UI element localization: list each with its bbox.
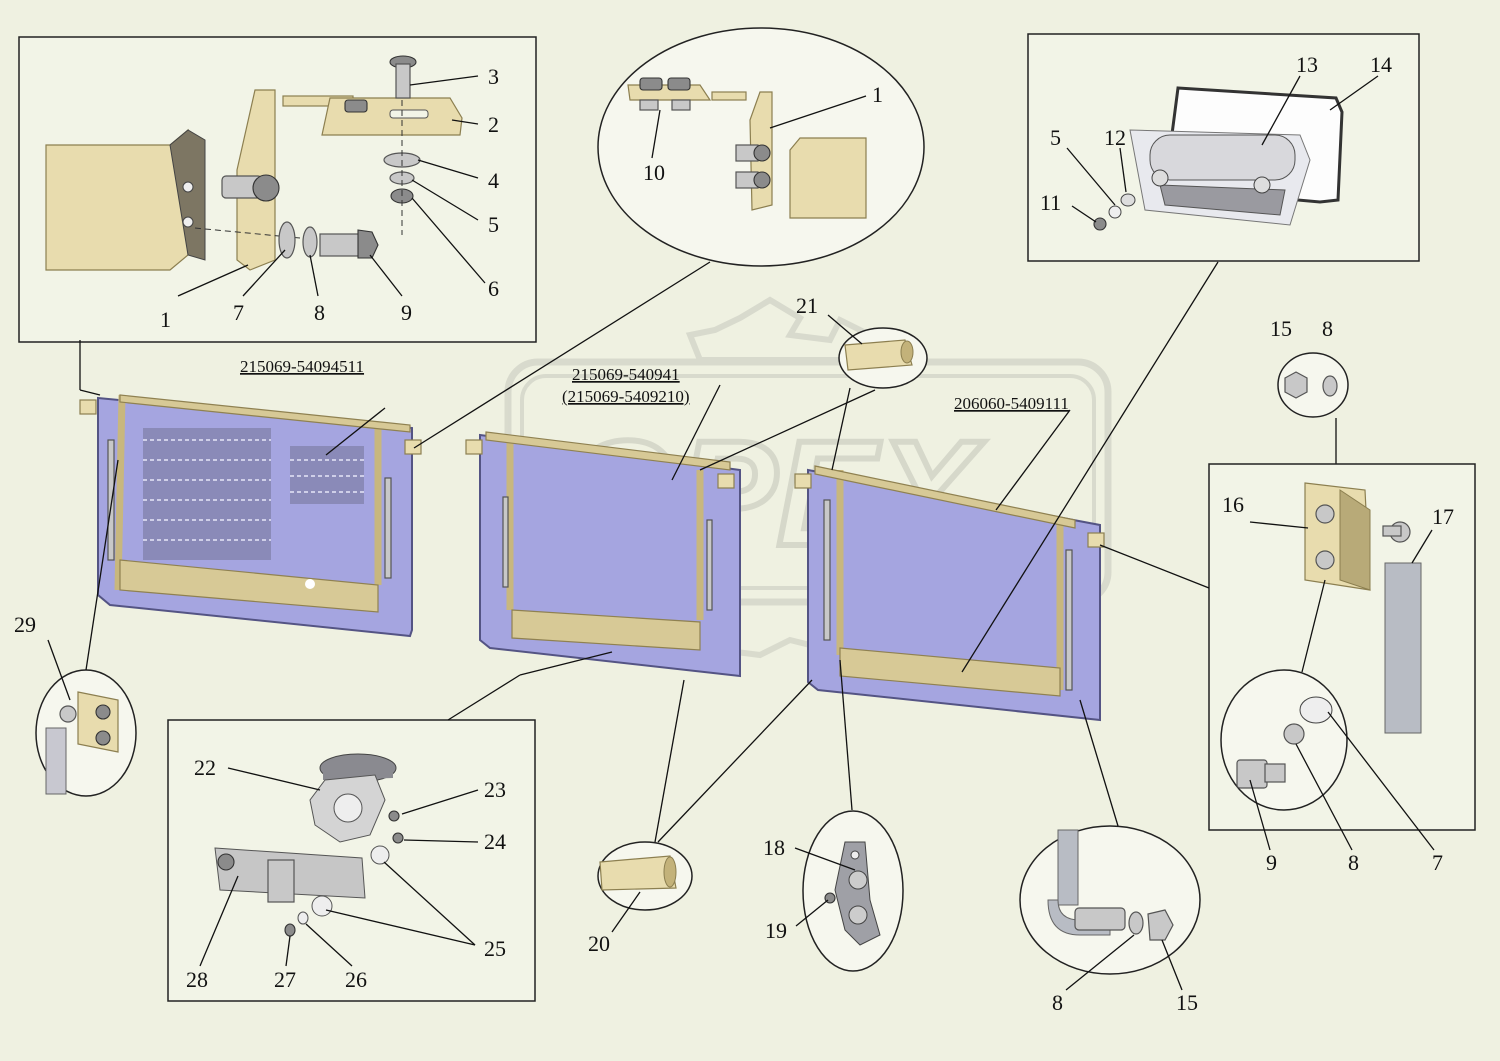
callout-25: 25	[484, 936, 506, 961]
strut-detail-box: 16 17 9 8 7	[1099, 463, 1476, 875]
callout-15-top: 15	[1270, 316, 1292, 341]
handle-grip	[1149, 134, 1296, 181]
callout-7: 7	[233, 300, 244, 325]
callout-17: 17	[1432, 504, 1454, 529]
callout-27: 27	[274, 967, 296, 992]
callout-23: 23	[484, 777, 506, 802]
callout-3: 3	[488, 64, 499, 89]
callout-5: 5	[488, 212, 499, 237]
callout-16: 16	[1222, 492, 1244, 517]
callout-1: 1	[160, 307, 171, 332]
callout-8-strut: 8	[1348, 850, 1359, 875]
callout-22: 22	[194, 755, 216, 780]
callout-24: 24	[484, 829, 506, 854]
hinge-detail-circle: 1 10	[597, 27, 925, 267]
callout-8-elbow: 8	[1052, 990, 1063, 1015]
part-number-middle-alt: (215069-5409210)	[562, 387, 689, 406]
callout-26: 26	[345, 967, 367, 992]
callout-4: 4	[488, 168, 499, 193]
part-number-right: 206060-5409111	[954, 394, 1069, 413]
callout-19: 19	[765, 918, 787, 943]
right-panel: 206060-5409111	[794, 394, 1105, 722]
part-number-left: 215069-54094511	[240, 357, 364, 376]
gas-strut	[1384, 562, 1422, 734]
callout-2: 2	[488, 112, 499, 137]
callout-9: 9	[401, 300, 412, 325]
hinge-detail-box: 3 2 4 5 6 1 7 8 9	[18, 36, 537, 343]
callout-21: 21	[796, 293, 818, 318]
elbow-detail-circle: 8 15	[1019, 699, 1201, 1015]
callout-8: 8	[314, 300, 325, 325]
callout-8-top: 8	[1322, 316, 1333, 341]
callout-5-handle: 5	[1050, 125, 1061, 150]
callout-28: 28	[186, 967, 208, 992]
part-number-middle: 215069-540941	[572, 365, 680, 384]
callout-11: 11	[1040, 190, 1061, 215]
corner-detail-circle: 29	[14, 340, 137, 797]
middle-panel: 215069-540941 (215069-5409210)	[465, 365, 741, 678]
callout-15-elbow: 15	[1176, 990, 1198, 1015]
lock-detail-box: 22 23 24 25 28 27 26	[167, 651, 613, 1002]
callout-12: 12	[1104, 125, 1126, 150]
callout-13: 13	[1296, 52, 1318, 77]
callout-10: 10	[643, 160, 665, 185]
left-panel: 215069-54094511	[79, 357, 422, 638]
handle-detail-box: 13 14 5 12 11	[1027, 33, 1420, 262]
callout-1-circle: 1	[872, 82, 883, 107]
callout-7-strut: 7	[1432, 850, 1443, 875]
nut-detail-circle: 15 8	[1270, 316, 1349, 510]
callout-9-strut: 9	[1266, 850, 1277, 875]
pin-detail-circle: 20	[588, 679, 813, 956]
bracket-plate	[45, 128, 189, 271]
callout-6: 6	[488, 276, 499, 301]
callout-18: 18	[763, 835, 785, 860]
callout-29: 29	[14, 612, 36, 637]
tube-detail-circle: 21	[699, 293, 928, 471]
callout-14: 14	[1370, 52, 1392, 77]
callout-20: 20	[588, 931, 610, 956]
latch-detail-circle: 18 19	[763, 659, 904, 972]
